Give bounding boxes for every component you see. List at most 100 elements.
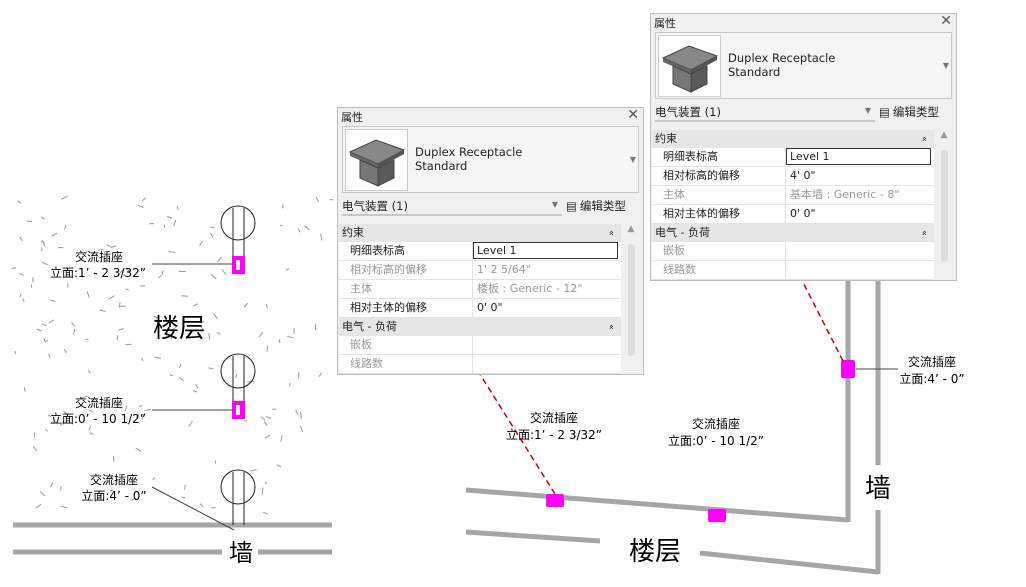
hatch-mark bbox=[258, 331, 264, 338]
hatch-mark bbox=[192, 303, 198, 307]
chevron-down-icon: ▼ bbox=[551, 200, 558, 209]
property-value[interactable]: 4' 0" bbox=[790, 169, 816, 182]
floor-hatch-pattern bbox=[11, 195, 334, 515]
section-header[interactable]: 电气 - 负荷» bbox=[652, 224, 934, 242]
category-label: 电气装置 (1) bbox=[655, 105, 721, 119]
hatch-mark bbox=[33, 432, 36, 438]
elevation-label: 立面:4’ - 0” bbox=[899, 371, 964, 386]
receptacle-thumbnail-icon bbox=[345, 129, 408, 191]
hatch-mark bbox=[216, 332, 221, 335]
hatch-mark bbox=[19, 236, 23, 242]
hatch-mark bbox=[141, 197, 146, 202]
section-header[interactable]: 约束» bbox=[652, 130, 934, 148]
hatch-mark bbox=[71, 322, 76, 327]
hatch-mark bbox=[179, 363, 182, 369]
hatch-mark bbox=[125, 288, 129, 291]
scrollbar[interactable]: ▲ bbox=[622, 224, 640, 364]
hatch-mark bbox=[87, 369, 91, 374]
type-subname: Standard bbox=[728, 65, 781, 79]
hatch-mark bbox=[304, 225, 310, 231]
hatch-mark bbox=[98, 492, 103, 500]
receptacle-marker[interactable] bbox=[841, 360, 855, 378]
hatch-mark bbox=[60, 505, 68, 509]
property-name: 主体 bbox=[339, 280, 473, 298]
chevron-down-icon[interactable]: ▼ bbox=[629, 155, 636, 164]
property-row: 相对主体的偏移 0' 0" bbox=[339, 299, 621, 318]
hatch-mark bbox=[61, 195, 68, 200]
property-value: 1' 2 5/64" bbox=[477, 263, 531, 276]
hatch-mark bbox=[216, 256, 222, 263]
property-value[interactable]: Level 1 bbox=[473, 242, 618, 259]
property-row: 相对主体的偏移 0' 0" bbox=[652, 205, 934, 224]
section-header[interactable]: 电气 - 负荷» bbox=[339, 318, 621, 336]
receptacle-marker[interactable] bbox=[708, 509, 726, 522]
category-filter-dropdown[interactable]: 电气装置 (1)▼ bbox=[655, 102, 875, 122]
edit-type-button[interactable]: ▤编辑类型 bbox=[879, 102, 939, 122]
hatch-mark bbox=[300, 425, 304, 433]
property-value[interactable]: Level 1 bbox=[786, 148, 931, 165]
hatch-mark bbox=[64, 225, 67, 230]
hatch-mark bbox=[169, 373, 174, 377]
hatch-mark bbox=[285, 268, 290, 271]
close-icon[interactable]: ✕ bbox=[940, 13, 952, 29]
hatch-mark bbox=[208, 367, 214, 370]
hatch-mark bbox=[108, 295, 115, 300]
property-value[interactable]: 0' 0" bbox=[477, 301, 503, 314]
hatch-mark bbox=[63, 411, 68, 414]
hatch-mark bbox=[195, 383, 199, 390]
collapse-icon[interactable]: » bbox=[920, 136, 931, 142]
close-icon[interactable]: ✕ bbox=[627, 107, 639, 123]
hatch-mark bbox=[131, 497, 136, 501]
collapse-icon[interactable]: » bbox=[607, 324, 618, 330]
hatch-mark bbox=[250, 469, 257, 472]
hatch-mark bbox=[32, 446, 38, 452]
property-name: 相对主体的偏移 bbox=[652, 205, 786, 223]
hatch-mark bbox=[51, 421, 57, 424]
hatch-mark bbox=[315, 197, 320, 203]
hatch-mark bbox=[161, 270, 164, 276]
hatch-mark bbox=[22, 298, 25, 303]
hatch-mark bbox=[279, 224, 283, 227]
elevation-label: 立面:1’ - 2 3/32” bbox=[506, 427, 602, 442]
property-name: 相对主体的偏移 bbox=[339, 299, 473, 317]
chevron-down-icon[interactable]: ▼ bbox=[942, 61, 949, 70]
scroll-up-icon[interactable]: ▲ bbox=[940, 130, 948, 140]
hatch-mark bbox=[112, 456, 115, 462]
hatch-mark bbox=[176, 206, 179, 210]
property-value[interactable]: 0' 0" bbox=[790, 207, 816, 220]
collapse-icon[interactable]: » bbox=[607, 230, 618, 236]
hatch-mark bbox=[210, 274, 217, 280]
hatch-mark bbox=[23, 387, 26, 392]
edit-type-icon: ▤ bbox=[879, 105, 890, 119]
hatch-mark bbox=[19, 293, 22, 298]
hatch-mark bbox=[89, 432, 94, 435]
edit-type-button[interactable]: ▤编辑类型 bbox=[566, 196, 626, 216]
receptacle-marker[interactable] bbox=[546, 494, 564, 507]
collapse-icon[interactable]: » bbox=[920, 230, 931, 236]
floor-edge-bottom bbox=[465, 529, 601, 544]
property-value bbox=[473, 336, 621, 354]
section-header[interactable]: 约束» bbox=[339, 224, 621, 242]
hatch-mark bbox=[110, 245, 117, 248]
scroll-up-icon[interactable]: ▲ bbox=[627, 224, 635, 234]
hatch-mark bbox=[192, 390, 198, 393]
hatch-mark bbox=[318, 372, 322, 377]
property-name: 主体 bbox=[652, 186, 786, 204]
hatch-mark bbox=[179, 376, 184, 381]
category-filter-dropdown[interactable]: 电气装置 (1)▼ bbox=[342, 196, 562, 216]
hatch-mark bbox=[261, 487, 264, 495]
property-value: 楼板 : Generic - 12" bbox=[477, 282, 583, 295]
hatch-mark bbox=[208, 333, 211, 340]
hatch-mark bbox=[188, 420, 193, 427]
edit-type-label: 编辑类型 bbox=[892, 105, 939, 119]
hatch-mark bbox=[181, 496, 186, 499]
hatch-mark bbox=[214, 460, 217, 464]
hatch-mark bbox=[265, 304, 268, 309]
property-name: 线路数 bbox=[339, 355, 473, 373]
scrollbar[interactable]: ▲ bbox=[935, 130, 953, 270]
